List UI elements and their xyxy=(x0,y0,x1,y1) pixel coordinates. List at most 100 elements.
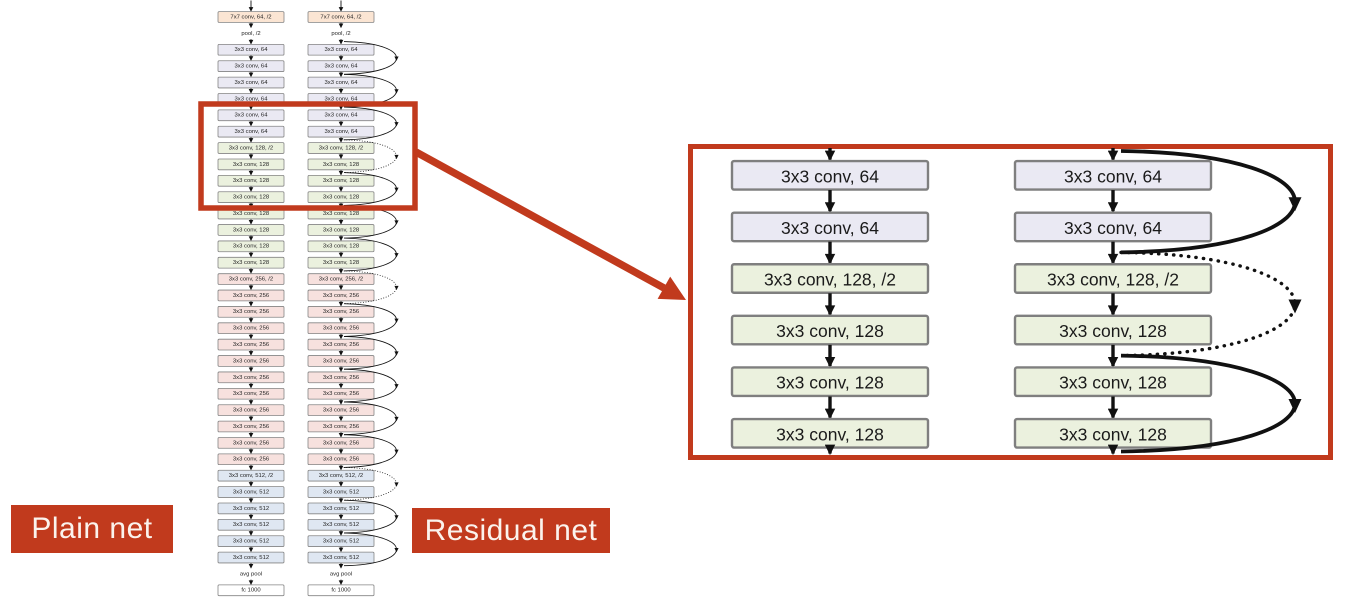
mini-skip-arrowhead-icon xyxy=(394,318,399,323)
mini-layer-box-residual xyxy=(307,551,375,564)
panel-layer-label-residual: 3x3 conv, 64 xyxy=(1064,166,1162,186)
panel-layer-box-residual xyxy=(1013,366,1213,398)
zoom-connector-arrowhead-icon xyxy=(657,276,686,300)
mini-layer-box-plain xyxy=(217,371,285,384)
mini-layer-label-plain: 3x3 conv, 256, /2 xyxy=(229,276,273,282)
mini-layer-box-residual xyxy=(307,273,375,285)
mini-layer-box-residual xyxy=(307,11,375,23)
mini-layer-label-residual: 3x3 conv, 512 xyxy=(323,522,359,528)
mini-layer-label-plain: 3x3 conv, 256 xyxy=(233,424,270,430)
mini-layer-label-residual: 3x3 conv, 512 xyxy=(323,539,359,545)
mini-layer-label-plain: pool, /2 xyxy=(241,31,260,37)
mini-layer-label-plain: 3x3 conv, 64 xyxy=(235,113,269,119)
mini-layer-box-plain xyxy=(217,502,285,515)
mini-layer-box-plain xyxy=(217,191,285,203)
mini-layer-label-residual: 3x3 conv, 256 xyxy=(323,391,360,397)
mini-layer-label-plain: 3x3 conv, 512 xyxy=(233,539,269,545)
mini-layer-label-residual: 3x3 conv, 512, /2 xyxy=(319,473,363,479)
mini-skip-arrowhead-icon xyxy=(394,515,399,520)
mini-layer-box-residual xyxy=(307,387,375,400)
mini-layer-label-plain: 3x3 conv, 64 xyxy=(235,96,269,102)
panel-layer-label-plain: 3x3 conv, 64 xyxy=(781,218,879,238)
mini-layer-label-plain: 3x3 conv, 128 xyxy=(233,178,270,184)
mini-layer-box-residual xyxy=(307,109,375,122)
mini-layer-box-residual xyxy=(307,240,375,253)
mini-layer-box-residual xyxy=(307,43,375,56)
mini-layer-box-plain xyxy=(217,486,285,498)
mini-layer-label-residual: 3x3 conv, 128 xyxy=(323,211,360,217)
mini-layer-label-residual: 7x7 conv, 64, /2 xyxy=(320,14,361,20)
zoom-highlight-rect xyxy=(198,101,418,211)
mini-layer-box-plain xyxy=(217,322,285,335)
panel-layer-box-residual xyxy=(1013,211,1213,243)
mini-skip-arrowhead-icon xyxy=(394,220,399,225)
mini-layer-box-plain xyxy=(217,273,285,285)
mini-layer-label-residual: 3x3 conv, 512 xyxy=(323,555,359,561)
mini-skip-arrowhead-icon xyxy=(394,416,399,422)
mini-layer-label-plain: 3x3 conv, 128 xyxy=(233,244,270,250)
panel-skip-arrowhead-icon xyxy=(1288,399,1302,414)
mini-layer-label-plain: avg pool xyxy=(240,571,262,577)
mini-layer-label-residual: 3x3 conv, 256 xyxy=(323,309,360,315)
mini-layer-box-plain xyxy=(217,404,285,416)
mini-layer-box-plain xyxy=(217,43,285,56)
mini-layer-label-plain: 3x3 conv, 256 xyxy=(233,309,270,315)
mini-layer-label-residual: 3x3 conv, 256 xyxy=(323,326,360,332)
mini-layer-box-plain xyxy=(217,518,285,531)
mini-layer-label-residual: 3x3 conv, 64 xyxy=(325,47,359,53)
mini-layer-label-plain: 3x3 conv, 256 xyxy=(233,375,270,381)
panel-layer-label-plain: 3x3 conv, 128 xyxy=(776,321,884,341)
mini-skip-arrowhead-icon xyxy=(394,449,399,454)
mini-layer-label-residual: 3x3 conv, 256 xyxy=(323,358,360,364)
mini-skip-arrowhead-icon xyxy=(394,89,399,94)
panel-skip-arrowhead-icon xyxy=(1288,197,1302,212)
mini-layer-box-residual xyxy=(307,256,375,269)
mini-layer-box-plain xyxy=(217,256,285,269)
mini-layer-label-residual: 3x3 conv, 128 xyxy=(323,178,360,184)
mini-layer-box-residual xyxy=(307,125,375,138)
mini-layer-label-plain: 3x3 conv, 512 xyxy=(233,555,269,561)
mini-layer-box-residual xyxy=(307,174,375,187)
mini-skip-arrowhead-icon xyxy=(394,285,399,291)
mini-layer-box-residual xyxy=(307,502,375,515)
mini-layer-label-plain: 3x3 conv, 256 xyxy=(233,358,270,364)
mini-layer-label-plain: 3x3 conv, 128 xyxy=(233,162,270,168)
mini-layer-label-plain: 3x3 conv, 512, /2 xyxy=(229,473,273,479)
mini-layer-label-residual: 3x3 conv, 256 xyxy=(323,375,360,381)
panel-layer-box-residual xyxy=(1013,314,1213,346)
mini-layer-label-residual: 3x3 conv, 64 xyxy=(325,64,359,70)
mini-layer-label-residual: 3x3 conv, 128 xyxy=(323,227,360,233)
mini-layer-label-residual: avg pool xyxy=(330,571,352,577)
mini-layer-label-plain: 3x3 conv, 64 xyxy=(235,64,269,70)
mini-layer-box-residual xyxy=(307,191,375,203)
mini-skip-arrowhead-icon xyxy=(394,187,399,192)
mini-layer-box-residual xyxy=(307,437,375,449)
mini-layer-label-plain: fc 1000 xyxy=(241,588,261,594)
mini-layer-box-residual xyxy=(307,469,375,482)
mini-layer-box-residual xyxy=(307,453,375,466)
mini-layer-box-residual xyxy=(307,371,375,384)
mini-layer-label-plain: 3x3 conv, 128 xyxy=(233,195,270,201)
residual-net-label: Residual net xyxy=(412,508,610,553)
panel-layer-box-plain xyxy=(730,263,930,294)
mini-layer-box-plain xyxy=(217,174,285,187)
mini-layer-box-plain xyxy=(217,240,285,253)
mini-layer-box-residual xyxy=(307,535,375,547)
mini-layer-label-residual: 3x3 conv, 256 xyxy=(323,293,360,299)
mini-skip-arrowhead-icon xyxy=(394,482,399,487)
mini-layer-box-plain xyxy=(217,420,285,433)
mini-layer-label-plain: 3x3 conv, 256 xyxy=(233,457,270,463)
mini-layer-label-plain: 3x3 conv, 256 xyxy=(233,408,270,414)
mini-layer-label-residual: 3x3 conv, 256, /2 xyxy=(319,276,363,282)
panel-layer-label-plain: 3x3 conv, 128 xyxy=(776,373,884,393)
mini-layer-box-plain xyxy=(217,289,285,302)
mini-layer-box-plain xyxy=(217,437,285,449)
mini-skip-arrowhead-icon xyxy=(394,154,399,160)
mini-layer-label-residual: 3x3 conv, 256 xyxy=(323,342,360,348)
mini-layer-label-plain: 3x3 conv, 64 xyxy=(235,80,269,86)
mini-layer-box-plain xyxy=(217,387,285,400)
mini-layer-label-plain: 3x3 conv, 64 xyxy=(235,129,269,135)
mini-layer-label-plain: 3x3 conv, 512 xyxy=(233,489,269,495)
mini-layer-label-plain: 3x3 conv, 512 xyxy=(233,522,269,528)
